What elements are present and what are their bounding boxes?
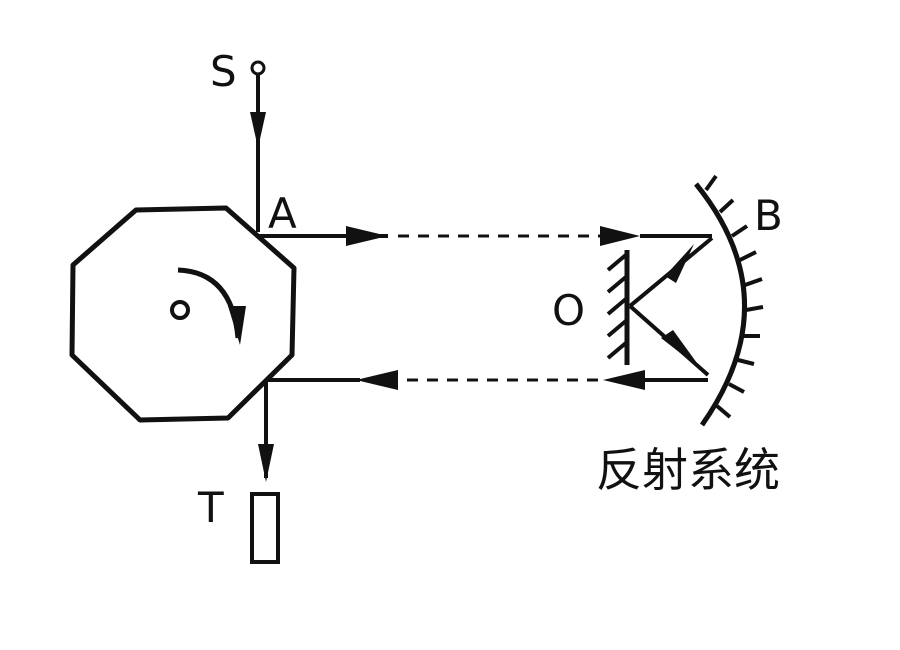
return-arrowhead-right-icon [603,370,645,390]
beam-o-to-mirror-arrowhead-icon [661,330,702,370]
target-detector [250,492,280,564]
beam-to-target-arrowhead-icon [258,444,274,482]
beam-b-to-o-arrowhead-icon [665,244,694,283]
source-point-icon [250,60,266,76]
reflector-caption: 反射系统 [596,443,780,497]
rotation-arrowhead-icon [228,306,246,345]
arrival-arrowhead-icon [600,226,640,246]
return-arrowhead-left-icon [356,370,398,390]
rotation-axis-dot [170,300,190,320]
concave-mirror-hatching [704,174,764,419]
flat-mirror-hatching [606,252,629,360]
label-a: A [268,189,297,238]
label-o: O [552,286,585,335]
label-s: S [210,47,237,96]
octagon-mirror [69,205,297,423]
label-t: T [197,483,224,532]
outgoing-arrowhead-icon [346,226,388,246]
label-b: B [754,191,783,240]
concave-mirror [694,182,748,427]
incident-arrowhead-icon [250,112,266,148]
